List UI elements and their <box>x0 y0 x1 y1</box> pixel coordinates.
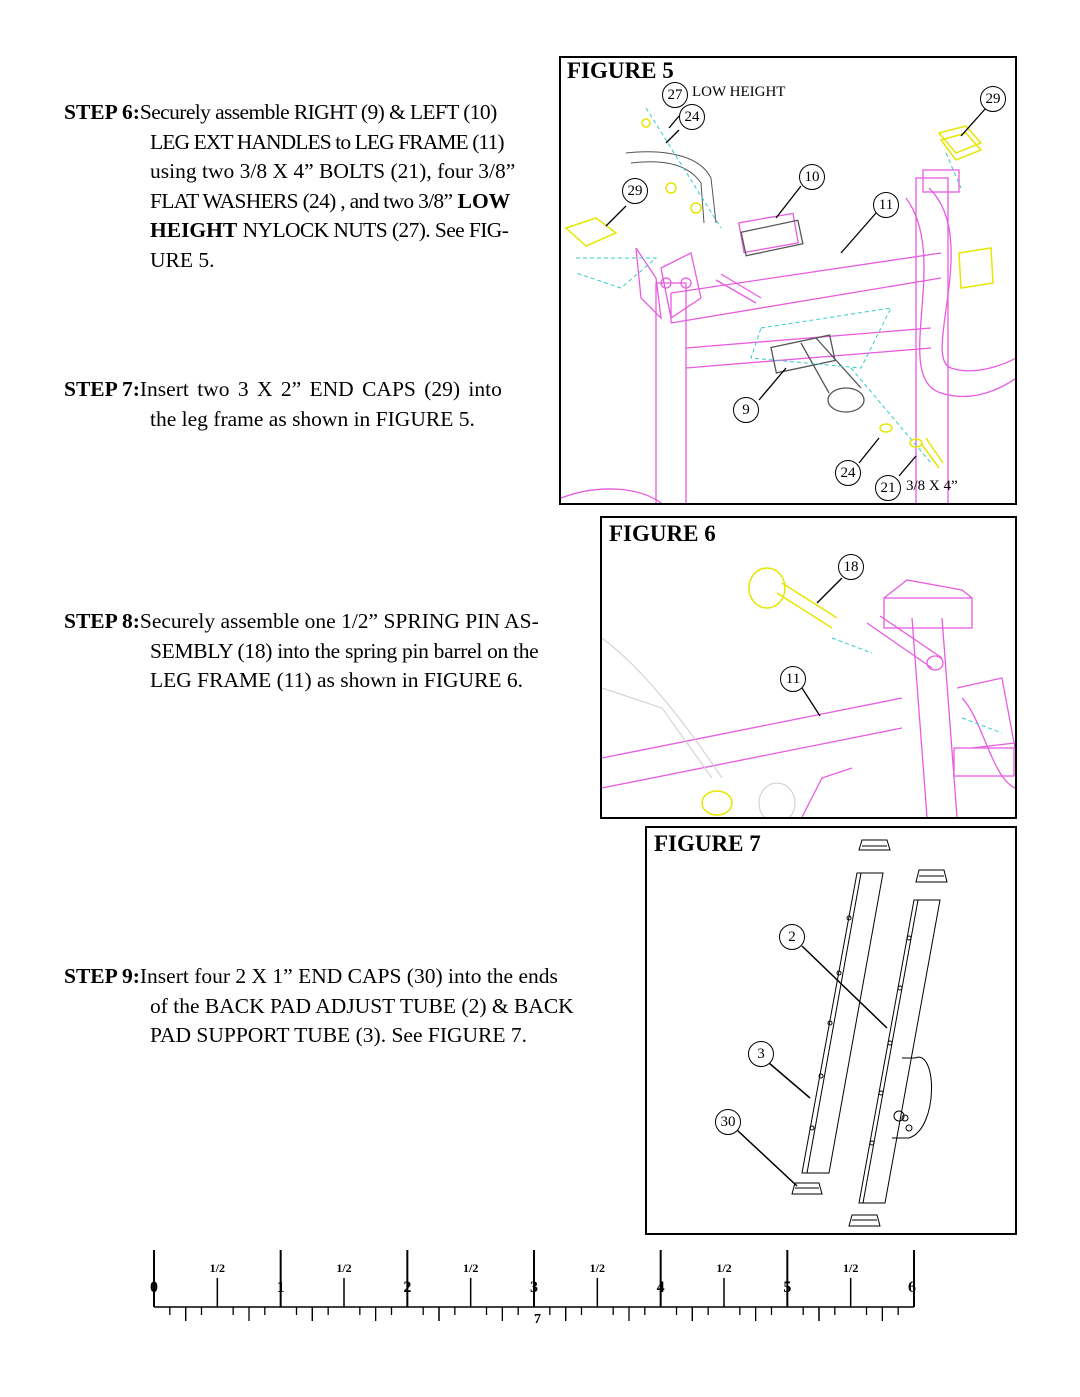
step-6-label: STEP 6: <box>64 100 140 124</box>
ruler-half-label: 1/2 <box>336 1261 351 1275</box>
step-8-text-2: SEMBLY (18) into the spring pin barrel o… <box>150 638 539 663</box>
figure-5-callout-21: 21 <box>875 475 901 501</box>
figure-7-callout-2: 2 <box>779 924 805 950</box>
figure-5-drawing <box>561 107 1015 503</box>
figure-6: FIGURE 6 18 11 <box>600 516 1017 819</box>
step-9: STEP 9:Insert four 2 X 1” END CAPS (30) … <box>64 962 574 1051</box>
step-6-text-5a: HEIGHT <box>150 218 238 242</box>
ruler-inch-label: 1 <box>277 1279 285 1296</box>
ruler-inch-label: 3 <box>530 1279 538 1296</box>
step-6-text-4a: FLAT WASHERS (24) , and two 3/8” <box>150 188 453 213</box>
step-7-label: STEP 7: <box>64 377 140 401</box>
step-8: STEP 8:Securely assemble one 1/2” SPRING… <box>64 607 539 696</box>
page-number: 7 <box>534 1312 541 1327</box>
figure-5-callout-24-top: 24 <box>679 104 705 130</box>
figure-5-callout-27: 27 <box>662 82 688 108</box>
figure-5-callout-9: 9 <box>733 397 759 423</box>
ruler-half-label: 1/2 <box>716 1261 731 1275</box>
ruler-inch-label: 4 <box>657 1279 665 1296</box>
figure-5-bolt-size-note: 3/8 X 4” <box>906 478 958 494</box>
step-6-text-1: Securely assemble RIGHT (9) & LEFT (10) <box>139 100 497 124</box>
ruler-half-label: 1/2 <box>843 1261 858 1275</box>
step-7-text-1: Insert two 3 X 2” END CAPS (29) into <box>139 377 502 401</box>
figure-5-callout-29-right: 29 <box>980 86 1006 112</box>
figure-6-drawing <box>602 567 1015 817</box>
figure-7-callout-30: 30 <box>715 1109 741 1135</box>
ruler-inch-label: 2 <box>403 1279 411 1296</box>
ruler-inch-label: 0 <box>150 1279 158 1296</box>
step-6-text-5b: NYLOCK NUTS (27). See FIG- <box>242 218 509 242</box>
figure-5-callout-24-bottom: 24 <box>835 460 861 486</box>
figure-5-callout-29-left: 29 <box>622 178 648 204</box>
figure-6-callout-11: 11 <box>780 666 806 692</box>
figure-7: FIGURE 7 2 3 30 <box>645 826 1017 1235</box>
step-8-text-1: Securely assemble one 1/2” SPRING PIN AS… <box>139 609 539 633</box>
step-6-text-2: LEG EXT HANDLES to LEG FRAME (11) <box>150 129 505 154</box>
step-7: STEP 7:Insert two 3 X 2” END CAPS (29) i… <box>64 375 502 434</box>
figure-5-title: FIGURE 5 <box>567 58 674 84</box>
step-6-text-3: using two 3/8 X 4” BOLTS (21), four 3/8” <box>150 159 516 183</box>
step-8-label: STEP 8: <box>64 609 140 633</box>
ruler-half-label: 1/2 <box>590 1261 605 1275</box>
figure-5-callout-10: 10 <box>799 164 825 190</box>
step-9-text-2: of the BACK PAD ADJUST TUBE (2) & BACK <box>150 993 574 1018</box>
ruler-half-label: 1/2 <box>463 1261 478 1275</box>
step-6: STEP 6:Securely assemble RIGHT (9) & LEF… <box>64 98 515 275</box>
ruler-inch-label: 6 <box>908 1279 916 1296</box>
step-9-label: STEP 9: <box>64 964 140 988</box>
step-6-text-4b: LOW <box>457 188 511 213</box>
ruler-inch-label: 5 <box>783 1279 791 1296</box>
figure-5-callout-11: 11 <box>873 192 899 218</box>
step-7-text-2: the leg frame as shown in FIGURE 5. <box>150 406 475 431</box>
step-6-text-6: URE 5. <box>150 247 215 272</box>
figure-6-title: FIGURE 6 <box>609 521 716 547</box>
figure-7-title: FIGURE 7 <box>654 831 761 857</box>
step-8-text-3: LEG FRAME (11) as shown in FIGURE 6. <box>150 668 524 692</box>
figure-6-callout-18: 18 <box>838 554 864 580</box>
ruler-half-label: 1/2 <box>210 1261 225 1275</box>
figure-5-low-height-note: LOW HEIGHT <box>692 84 786 100</box>
step-9-text-1: Insert four 2 X 1” END CAPS (30) into th… <box>139 964 558 988</box>
step-9-text-3: PAD SUPPORT TUBE (3). See FIGURE 7. <box>150 1023 528 1047</box>
figure-7-callout-3: 3 <box>748 1041 774 1067</box>
figure-5: FIGURE 5 27 LOW HEIGHT 24 29 29 10 11 9 … <box>559 56 1017 505</box>
figure-7-drawing <box>736 839 948 1227</box>
